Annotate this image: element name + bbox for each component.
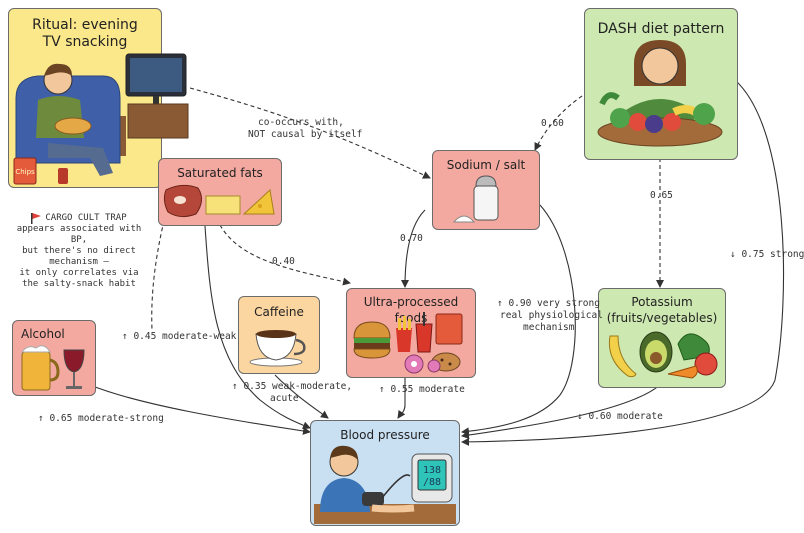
node-ritual-title-1: Ritual: evening — [32, 17, 138, 33]
cargo-cult-line-7: the salty-snack habit — [22, 279, 136, 289]
ultra-processed-illustration — [353, 312, 463, 374]
monitor-reading-bottom: /88 — [423, 477, 441, 488]
monitor-reading-top: 138 — [423, 465, 441, 476]
cargo-cult-line-4: but there's no direct — [22, 246, 136, 256]
edge-sodium-ultra — [401, 209, 426, 288]
label-caffeine-bp-1: ↑ 0.35 weak-moderate, — [232, 381, 353, 392]
label-sodium-bp-3: mechanism — [523, 322, 575, 333]
node-ultra-title: Ultra-processed foods — [363, 295, 459, 325]
label-ritual-sodium-2: NOT causal by itself — [248, 129, 363, 140]
chips-bag-label: Chips — [15, 168, 35, 176]
label-potassium-bp: ↓ 0.60 moderate — [577, 411, 663, 422]
label-sodium-bp-2: real physiological — [500, 310, 603, 321]
label-caffeine-bp-2: acute — [270, 393, 299, 404]
bp-patient-illustration: 138 /88 — [314, 445, 456, 524]
label-dash-potassium: 0.65 — [650, 190, 673, 201]
label-satfats-bp: ↑ 0.45 moderate-weak — [122, 331, 237, 342]
cargo-cult-note: CARGO CULT TRAP appears associated with … — [14, 213, 144, 290]
edge-sodium-bp — [461, 204, 576, 436]
edge-caffeine-bp — [274, 374, 329, 419]
node-sodium-title: Sodium / salt — [446, 158, 526, 172]
cargo-cult-line-6: it only correlates via — [19, 268, 139, 278]
edge-satfats-ultra — [219, 224, 351, 286]
satfats-illustration — [163, 184, 275, 218]
alcohol-illustration — [20, 345, 85, 391]
label-ritual-sodium-1: co-occurs with, — [258, 117, 344, 128]
label-sodium-ultra: 0.70 — [400, 233, 423, 244]
label-dash-sodium: 0.60 — [541, 118, 564, 129]
node-ritual-title-2: TV snacking — [42, 34, 128, 50]
label-ultra-bp: ↑ 0.55 moderate — [379, 384, 465, 395]
cargo-cult-line-2: appears associated with — [16, 224, 142, 234]
warning-flag-icon — [31, 213, 41, 224]
node-satfats: Saturated fats — [158, 158, 282, 226]
dash-woman-illustration — [597, 40, 723, 147]
label-sodium-bp-1: ↑ 0.90 very strong — [497, 298, 600, 309]
node-caffeine-title: Caffeine — [254, 305, 304, 319]
node-alcohol-title: Alcohol — [21, 327, 65, 341]
edge-ritual-sodium — [189, 87, 431, 179]
label-dash-bp: ↓ 0.75 strong — [730, 249, 804, 260]
edge-dash-bp — [461, 79, 785, 446]
node-potassium-title-2: (fruits/vegetables) — [606, 311, 718, 325]
salt-shaker-illustration — [452, 175, 499, 223]
cargo-cult-line-3: BP, — [70, 235, 88, 245]
edge-ultra-bp — [397, 378, 406, 419]
edge-satfats-bp — [204, 225, 311, 430]
node-satfats-title: Saturated fats — [177, 166, 263, 180]
edge-alcohol-bp — [89, 384, 311, 435]
label-satfats-ultra: 0.40 — [272, 256, 295, 267]
edge-dash-sodium — [534, 91, 589, 151]
cargo-cult-line-5: mechanism – — [49, 257, 109, 267]
edge-potassium-bp — [461, 384, 661, 439]
node-dash-title: DASH diet pattern — [597, 21, 725, 37]
coffee-cup-illustration — [249, 330, 306, 367]
label-alcohol-bp: ↑ 0.65 moderate-strong — [38, 413, 164, 424]
node-bp-title: Blood pressure — [340, 428, 430, 442]
tv-snacking-illustration: Chips — [13, 53, 189, 185]
node-potassium-title-1: Potassium — [631, 295, 693, 309]
cargo-cult-line-1: CARGO CULT TRAP — [45, 213, 127, 223]
potassium-foods-illustration — [608, 331, 718, 379]
